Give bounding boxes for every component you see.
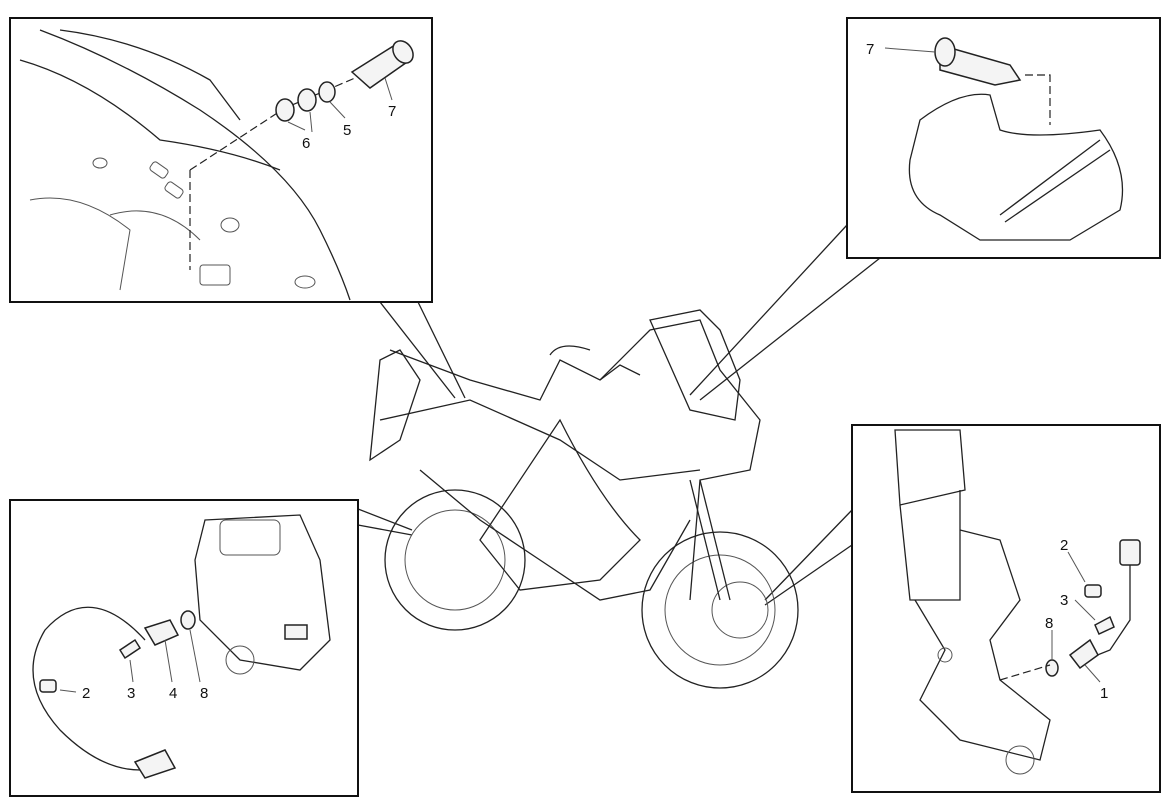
panel-top-left: 7 6 5	[9, 17, 433, 303]
callout-7: 7	[388, 103, 396, 120]
callout-3: 3	[1060, 592, 1068, 609]
panel-bottom-left: 2 3 4 8	[9, 499, 359, 797]
sensor-1	[1068, 638, 1099, 670]
callout-6: 6	[302, 135, 310, 152]
callout-4: 4	[169, 685, 177, 702]
cap-2	[1084, 584, 1102, 598]
callout-2: 2	[82, 685, 90, 702]
sensor-4	[143, 619, 180, 646]
callout-7: 7	[866, 41, 874, 58]
screw-3	[1094, 615, 1115, 636]
shim-8	[1045, 659, 1059, 677]
callout-2: 2	[1060, 537, 1068, 554]
shim-8	[180, 610, 196, 630]
sensor-connector	[1119, 539, 1141, 566]
callout-3: 3	[127, 685, 135, 702]
washer-6a	[275, 98, 295, 122]
washer-6b	[297, 88, 317, 112]
panel-bottom-right: 2 3 8 1	[851, 424, 1161, 793]
callout-1: 1	[1100, 685, 1108, 702]
callout-8: 8	[1045, 615, 1053, 632]
screw-3	[118, 638, 142, 660]
panel-leaders	[334, 224, 881, 606]
socket-7	[939, 44, 1022, 86]
panel-top-right: 7	[846, 17, 1161, 259]
motorcycle-illustration	[369, 309, 799, 689]
callout-5: 5	[343, 122, 351, 139]
callout-8: 8	[200, 685, 208, 702]
cap-2	[39, 679, 57, 693]
sensor-connector	[133, 749, 177, 779]
washer-5	[318, 81, 336, 103]
